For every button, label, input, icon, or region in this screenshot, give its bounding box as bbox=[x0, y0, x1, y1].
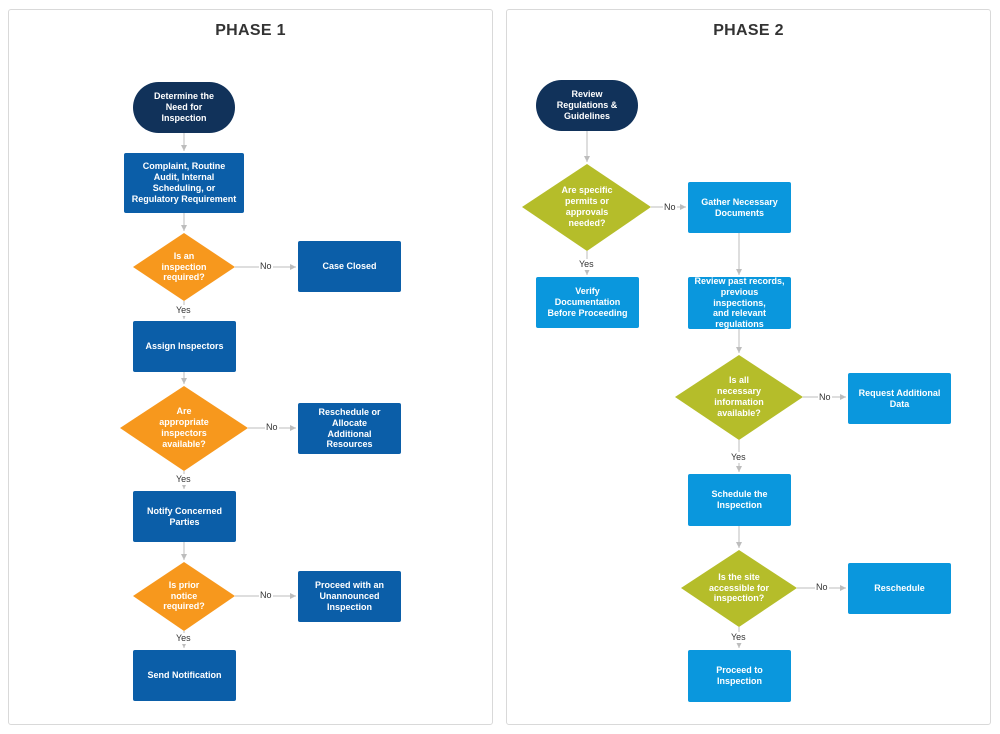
process-send-notification-label: Send Notification bbox=[147, 670, 222, 681]
start-determine-need: Determine the Need for Inspection bbox=[133, 82, 235, 133]
decision-site-accessible-shape bbox=[681, 550, 797, 627]
edge-label-yes: Yes bbox=[175, 305, 192, 316]
edge-label-no: No bbox=[663, 202, 677, 213]
edge-label-no: No bbox=[259, 590, 273, 601]
edge-label-yes: Yes bbox=[730, 632, 747, 643]
decision-site-accessible-label: Is the site accessible for inspection? bbox=[708, 571, 770, 604]
process-review-past-records-label: Review past records, previous inspection… bbox=[694, 276, 785, 330]
process-assign-inspectors-label: Assign Inspectors bbox=[145, 341, 224, 352]
process-case-closed-label: Case Closed bbox=[322, 261, 377, 272]
edge-label-no: No bbox=[815, 582, 829, 593]
process-reschedule-allocate: Reschedule or Allocate Additional Resour… bbox=[298, 403, 401, 454]
process-reschedule-label: Reschedule bbox=[874, 583, 925, 594]
edge-label-yes: Yes bbox=[730, 452, 747, 463]
decision-permits-needed-label: Are specific permits or approvals needed… bbox=[561, 185, 613, 228]
edge-label-no: No bbox=[818, 392, 832, 403]
decision-inspectors-available-label: Are appropriate inspectors available? bbox=[159, 406, 209, 449]
edge-label-yes: Yes bbox=[175, 633, 192, 644]
process-notify-parties: Notify Concerned Parties bbox=[133, 491, 236, 542]
phase-2-title: PHASE 2 bbox=[713, 22, 784, 39]
edge-label-no: No bbox=[265, 422, 279, 433]
start-determine-need-label: Determine the Need for Inspection bbox=[153, 91, 215, 123]
process-proceed-to-inspection-label: Proceed to Inspection bbox=[716, 665, 763, 686]
decision-inspectors-available-shape bbox=[120, 386, 248, 471]
process-trigger-sources: Complaint, Routine Audit, Internal Sched… bbox=[124, 153, 244, 213]
process-request-additional-data-label: Request Additional Data bbox=[858, 387, 941, 409]
edge-label-yes: Yes bbox=[578, 259, 595, 270]
process-case-closed: Case Closed bbox=[298, 241, 401, 292]
process-send-notification: Send Notification bbox=[133, 650, 236, 701]
decision-inspection-required-label: Is an inspection required? bbox=[161, 250, 207, 283]
process-verify-documentation-label: Verify Documentation Before Proceeding bbox=[547, 286, 628, 318]
decision-prior-notice-label: Is prior notice required? bbox=[163, 579, 205, 612]
process-gather-documents-label: Gather Necessary Documents bbox=[701, 196, 778, 218]
process-unannounced-inspection: Proceed with an Unannounced Inspection bbox=[298, 571, 401, 622]
process-reschedule: Reschedule bbox=[848, 563, 951, 614]
process-reschedule-allocate-label: Reschedule or Allocate Additional Resour… bbox=[318, 406, 381, 450]
process-gather-documents: Gather Necessary Documents bbox=[688, 182, 791, 233]
decision-info-available-label: Is all necessary information available? bbox=[714, 375, 764, 418]
process-review-past-records: Review past records, previous inspection… bbox=[688, 276, 791, 330]
decision-inspection-required-shape bbox=[133, 233, 235, 301]
decision-permits-needed-shape bbox=[522, 164, 651, 251]
start-review-regulations: Review Regulations & Guidelines bbox=[536, 80, 638, 131]
edge-label-no: No bbox=[259, 261, 273, 272]
process-verify-documentation: Verify Documentation Before Proceeding bbox=[536, 277, 639, 328]
process-schedule-inspection: Schedule the Inspection bbox=[688, 474, 791, 526]
decision-prior-notice-shape bbox=[133, 562, 235, 631]
process-proceed-to-inspection: Proceed to Inspection bbox=[688, 650, 791, 702]
process-trigger-sources-label: Complaint, Routine Audit, Internal Sched… bbox=[131, 161, 237, 204]
process-assign-inspectors: Assign Inspectors bbox=[133, 321, 236, 372]
process-notify-parties-label: Notify Concerned Parties bbox=[146, 505, 222, 527]
process-request-additional-data: Request Additional Data bbox=[848, 373, 951, 424]
phase-1-panel bbox=[8, 9, 493, 725]
process-unannounced-inspection-label: Proceed with an Unannounced Inspection bbox=[314, 580, 385, 612]
phase-1-title: PHASE 1 bbox=[215, 22, 286, 39]
start-review-regulations-label: Review Regulations & Guidelines bbox=[556, 89, 618, 121]
edge-label-yes: Yes bbox=[175, 474, 192, 485]
decision-info-available-shape bbox=[675, 355, 803, 440]
process-schedule-inspection-label: Schedule the Inspection bbox=[711, 489, 768, 510]
